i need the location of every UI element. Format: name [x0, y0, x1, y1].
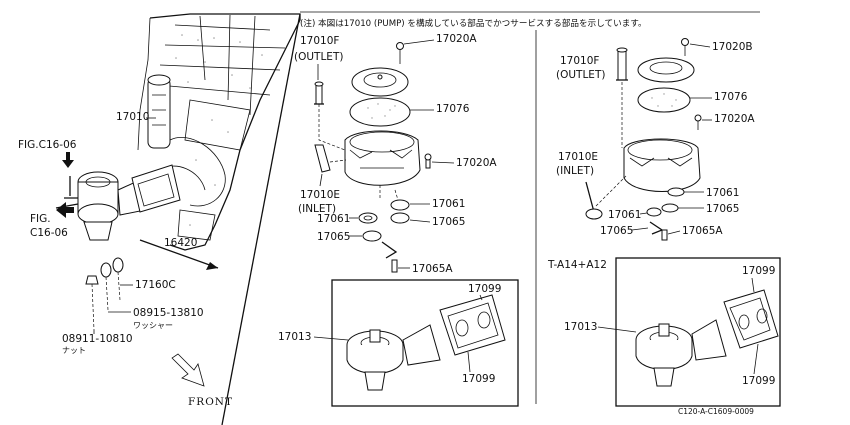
right-label-17061-left: 17061 [608, 209, 641, 221]
mid-label-17010e: 17010E [300, 189, 340, 201]
right-label-17099-top: 17099 [742, 265, 775, 277]
right-label-17010e: 17010E [558, 151, 598, 163]
mid-label-inlet: (INLET) [298, 203, 336, 215]
right-label-17010f: 17010F [560, 55, 599, 67]
mid-label-17061-left: 17061 [317, 213, 350, 225]
note-text: (注) 本図は17010 (PUMP) を構成している部品でかつサービスする部品… [300, 17, 647, 29]
right-label-17076: 17076 [714, 91, 748, 103]
label-fig-bottom-2: C16-06 [30, 227, 68, 239]
mid-label-17020a-side: 17020A [456, 157, 497, 169]
right-label-model: T-A14+A12 [547, 259, 607, 271]
right-label-17099-bottom: 17099 [742, 375, 775, 387]
right-label-17013: 17013 [564, 321, 597, 333]
label-fig-bottom-1: FIG. [30, 213, 51, 225]
mid-label-17065a: 17065A [412, 263, 453, 275]
right-label-17065-right: 17065 [706, 203, 739, 215]
right-label-outlet: (OUTLET) [556, 69, 605, 81]
label-08911: 08911-10810 [62, 333, 133, 345]
front-arrow-icon [171, 353, 205, 387]
right-label-17020b: 17020B [712, 41, 753, 53]
mid-label-17099-bottom: 17099 [462, 373, 495, 385]
label-front: FRONT [188, 396, 233, 408]
arrow-up-icon [62, 152, 74, 168]
mid-label-17065-left: 17065 [317, 231, 350, 243]
label-17010: 17010 [116, 111, 149, 123]
right-label-17061-right: 17061 [706, 187, 739, 199]
panel-divider [221, 13, 301, 425]
right-label-inlet: (INLET) [556, 165, 594, 177]
middle-exploded-view [314, 42, 519, 407]
label-washer: ワッシャー [133, 321, 173, 330]
right-label-17065-left: 17065 [600, 225, 633, 237]
label-fig-top: FIG.C16-06 [18, 139, 77, 151]
engine-illustration [55, 13, 301, 251]
mid-label-17061-right: 17061 [432, 198, 465, 210]
arrow-direction-icon [139, 239, 219, 269]
mid-label-17020a-top: 17020A [436, 33, 477, 45]
right-label-17065a: 17065A [682, 225, 723, 237]
right-label-17020a: 17020A [714, 113, 755, 125]
mid-label-17013: 17013 [278, 331, 311, 343]
mid-label-17010f: 17010F [300, 35, 339, 47]
mid-label-outlet: (OUTLET) [294, 51, 343, 63]
right-exploded-view [585, 38, 781, 407]
label-16420: 16420 [164, 237, 197, 249]
mid-label-17065-right: 17065 [432, 216, 465, 228]
drawing-code: C120-A-C1609-0009 [678, 407, 754, 416]
mid-label-17099-top: 17099 [468, 283, 501, 295]
label-nut: ナット [62, 346, 86, 355]
label-17160c: 17160C [135, 279, 176, 291]
label-08915: 08915-13810 [133, 307, 204, 319]
mid-label-17076: 17076 [436, 103, 470, 115]
washer-nut-group [85, 257, 124, 331]
arrow-left-icon [56, 202, 74, 218]
